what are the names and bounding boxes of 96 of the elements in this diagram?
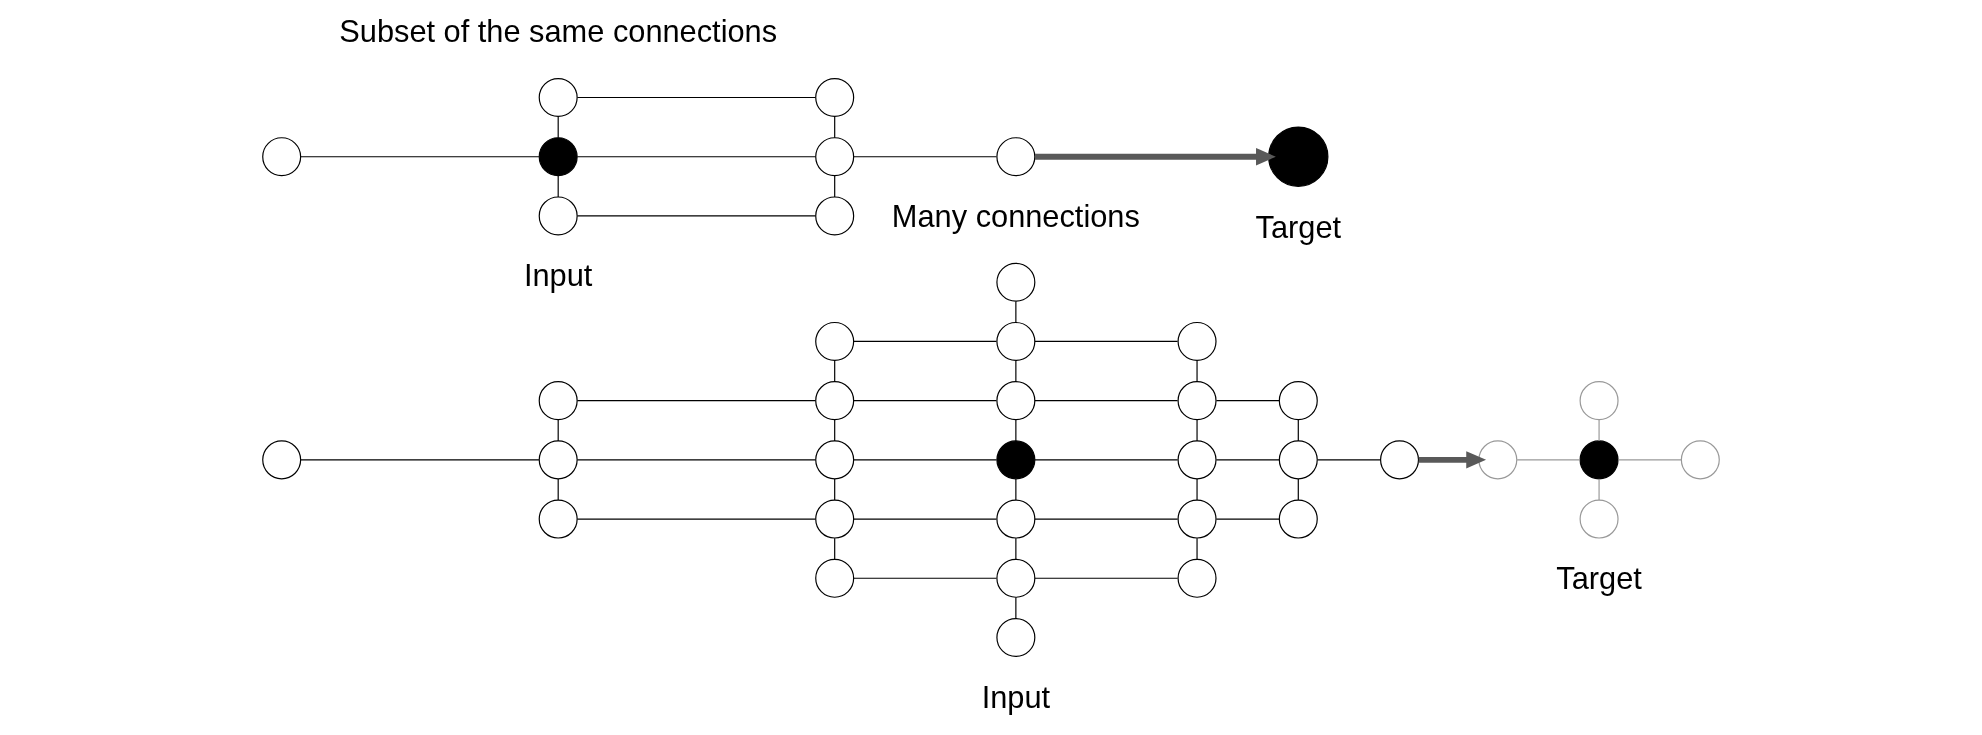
node-circle [1177, 558, 1217, 598]
connector [576, 459, 817, 461]
label: Target [1255, 209, 1342, 245]
connector [557, 419, 559, 442]
connector [834, 175, 836, 198]
node-circle [996, 262, 1036, 302]
node-circle [538, 440, 578, 480]
node-circle [1579, 381, 1619, 421]
connector [1598, 478, 1600, 501]
arrow [1035, 148, 1276, 166]
connector [1215, 400, 1280, 402]
connector [1015, 478, 1017, 501]
node-circle [1478, 440, 1518, 480]
connector [1516, 459, 1581, 461]
connector [576, 400, 817, 402]
connector [576, 156, 817, 158]
node-circle [815, 499, 855, 539]
connector [1297, 478, 1299, 501]
connector [576, 215, 817, 217]
connector [1297, 419, 1299, 442]
connector [853, 400, 997, 402]
connector [1196, 360, 1198, 383]
connector [576, 96, 817, 99]
connector [834, 419, 836, 442]
connector [853, 577, 997, 579]
node-circle [538, 196, 578, 236]
label: Target [1556, 561, 1642, 597]
label: Many connections [891, 198, 1140, 234]
node-circle [815, 381, 855, 421]
connector [1034, 340, 1179, 343]
connector [557, 116, 559, 139]
connector [557, 175, 559, 198]
node-circle [538, 77, 578, 118]
node-circle [815, 77, 855, 118]
node-circle [1268, 126, 1329, 187]
node-circle [1278, 440, 1318, 480]
label: Subset of the same connections [339, 14, 778, 50]
connector [834, 537, 836, 560]
connector [300, 156, 540, 158]
node-circle [815, 321, 855, 361]
label: Input [523, 258, 593, 294]
connector [853, 156, 997, 158]
node-circle [996, 617, 1036, 658]
connector [1015, 537, 1017, 560]
node-circle [1579, 440, 1619, 480]
node-circle [996, 499, 1036, 539]
node-circle [538, 499, 578, 539]
connector [853, 340, 997, 343]
connector [1196, 537, 1198, 560]
connector [1034, 400, 1179, 402]
node-circle [996, 137, 1036, 177]
connector [853, 459, 997, 461]
node-circle [1278, 381, 1318, 421]
node-circle [1177, 381, 1217, 421]
connector [1215, 459, 1280, 461]
connector [1015, 419, 1017, 442]
node-circle [815, 196, 855, 236]
node-circle [815, 440, 855, 480]
node-circle [996, 381, 1036, 421]
node-circle [538, 137, 578, 177]
node-circle [1177, 499, 1217, 539]
connector [300, 459, 540, 461]
arrow [1418, 451, 1487, 469]
node-circle [996, 558, 1036, 598]
node-circle [538, 381, 578, 421]
connector [1317, 459, 1381, 461]
node-circle [262, 137, 302, 177]
connector [1598, 419, 1600, 442]
connector [1015, 360, 1017, 383]
connector [1196, 478, 1198, 501]
node-circle [1278, 499, 1318, 539]
connector [576, 518, 817, 520]
node-circle [1380, 440, 1420, 480]
connector [834, 360, 836, 383]
connector [834, 116, 836, 139]
node-circle [996, 321, 1036, 361]
node-circle [996, 440, 1036, 480]
node-circle [1177, 440, 1217, 480]
connector [1617, 459, 1682, 461]
node-circle [815, 558, 855, 598]
connector [1215, 518, 1280, 520]
node-circle [1177, 321, 1217, 361]
connector [1196, 419, 1198, 442]
connector [557, 478, 559, 501]
node-circle [1579, 499, 1619, 539]
connector [1034, 577, 1179, 579]
node-circle [1680, 440, 1720, 480]
connector [853, 518, 997, 520]
connector [1034, 518, 1179, 520]
connector [834, 478, 836, 501]
connector [1015, 596, 1017, 620]
node-circle [815, 137, 855, 177]
label: Input [981, 679, 1051, 715]
node-circle [262, 440, 302, 480]
connector [1034, 459, 1179, 461]
connector [1015, 300, 1017, 324]
